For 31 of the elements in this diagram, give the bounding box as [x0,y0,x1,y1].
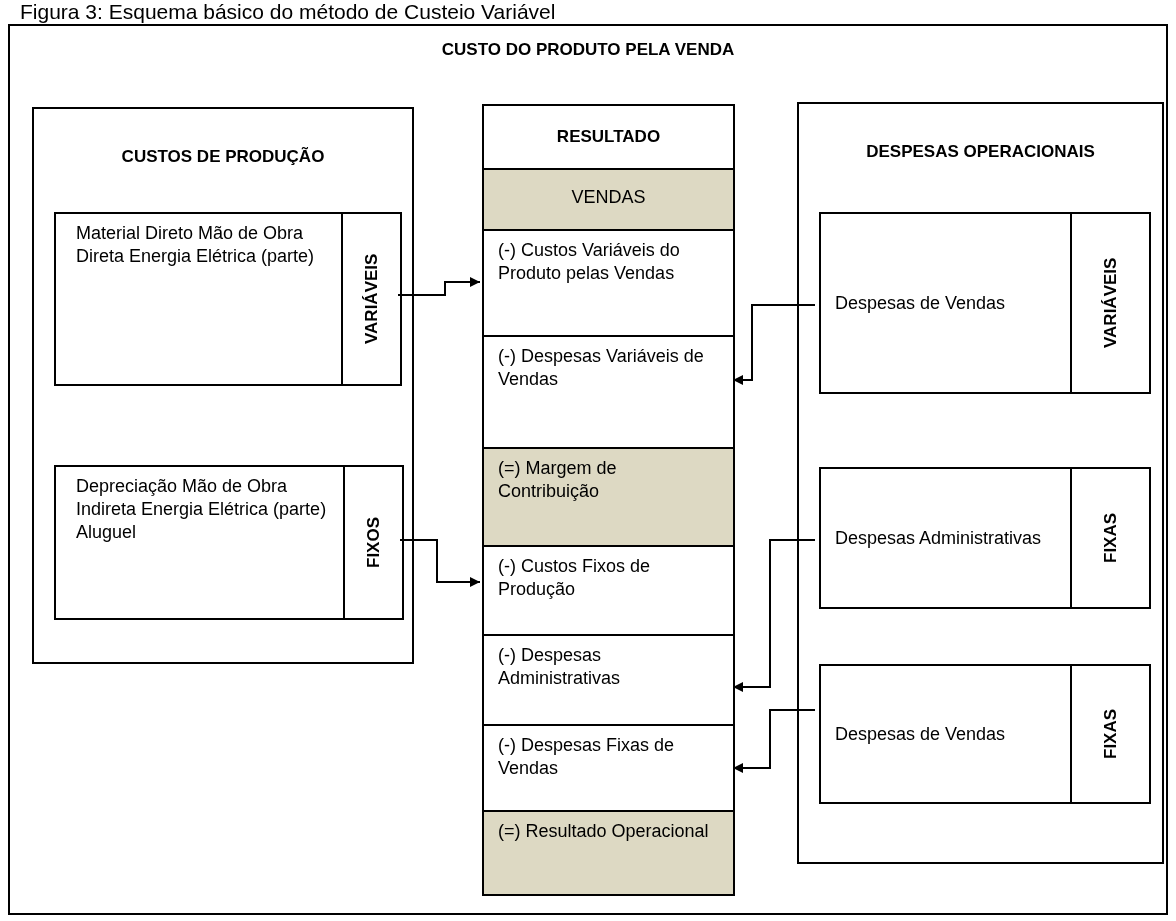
arrow [732,709,816,773]
result-cell: (-) Custos Fixos de Produção [482,545,735,636]
category-tab: FIXAS [1070,664,1151,804]
arrow [732,539,816,692]
result-cell: (-) Custos Variáveis do Produto pelas Vendas [482,229,735,337]
result-cell: (-) Despesas Administrativas [482,634,735,726]
result-cell: (=) Margem de Contribuição [482,447,735,547]
cost-box: Material Direto Mão de Obra Direta Energia Elétrica (parte) [54,212,343,386]
panel-heading: CUSTO DO PRODUTO PELA VENDA [440,40,736,60]
result-cell: (-) Despesas Fixas de Vendas [482,724,735,812]
arrow [397,277,481,296]
expense-box: Despesas de Vendas [819,664,1072,804]
arrow [399,539,481,587]
category-tab: VARIÁVEIS [1070,212,1151,394]
arrow [732,304,816,385]
category-tab: FIXOS [343,465,404,620]
result-cell: (-) Despesas Variáveis de Vendas [482,335,735,449]
outer-frame [8,24,1168,915]
cost-box: Depreciação Mão de Obra Indireta Energia Elétrica (parte) Aluguel [54,465,345,620]
expense-box: Despesas de Vendas [819,212,1072,394]
panel [797,102,1164,864]
result-cell: (=) Resultado Operacional [482,810,735,896]
panel [32,107,414,664]
category-tab: VARIÁVEIS [341,212,402,386]
figure-title: Figura 3: Esquema básico do método de Custeio Variável [20,0,556,24]
category-tab: FIXAS [1070,467,1151,609]
result-cell: VENDAS [482,168,735,231]
expense-box: Despesas Administrativas [819,467,1072,609]
panel-heading: CUSTOS DE PRODUÇÃO [120,147,326,167]
header-cell: RESULTADO [482,104,735,170]
panel-heading: DESPESAS OPERACIONAIS [865,142,1096,162]
